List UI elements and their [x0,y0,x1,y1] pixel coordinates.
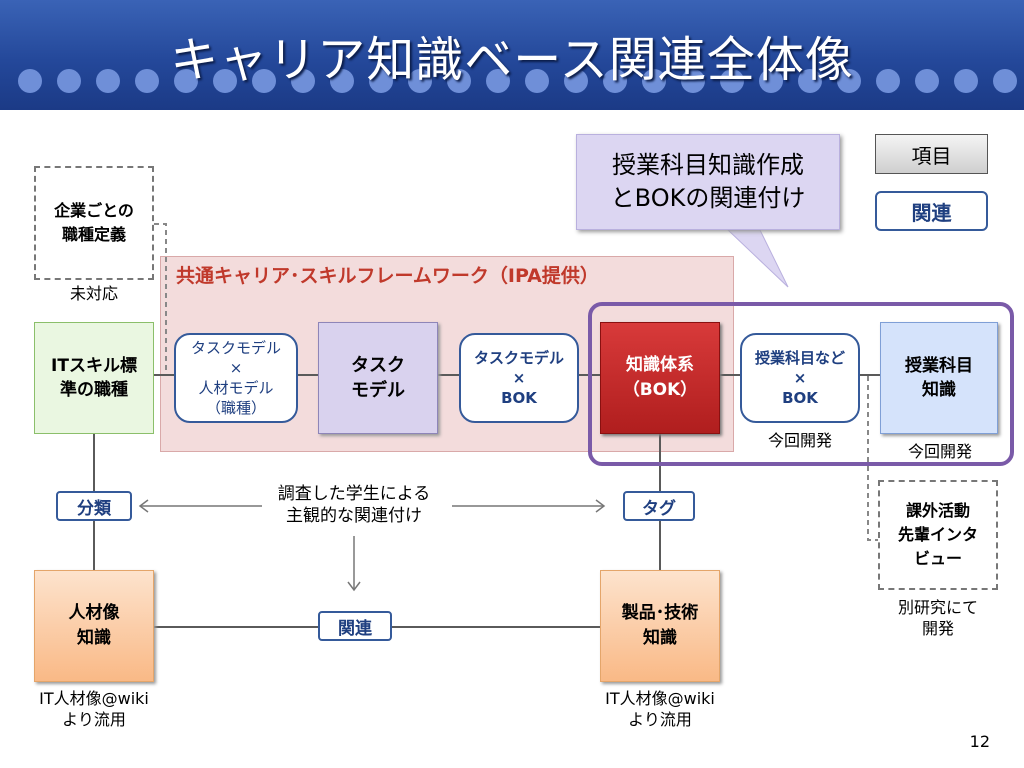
dev-note-2: 今回開発 [907,442,972,461]
dashed-connector-company [154,223,167,372]
callout-box: 授業科目知識作成 とBOKの関連付け [576,134,840,230]
header-dot [18,69,42,93]
unsupported-note: 未対応 [69,284,118,303]
header-dot [954,69,978,93]
header-dot [57,69,81,93]
dashed-connector-extracurricular [867,376,878,541]
header-dot [252,69,276,93]
header-dot [330,69,354,93]
tag-label: タグ [623,491,695,521]
wiki-note-2: IT人材像@wiki より流用 [605,689,715,729]
product-tech-knowledge-box: 製品･技術 知識 [600,570,720,682]
header-dot [135,69,159,93]
company-job-definition: 企業ごとの 職種定義 [34,166,154,280]
separate-research-note: 別研究にて 開発 [897,598,978,638]
callout-text: 授業科目知識作成 とBOKの関連付け [610,151,806,212]
page-number: 12 [969,732,990,751]
header-dot [993,69,1017,93]
header-dot [798,69,822,93]
it-skill-standard-box: ITスキル標 準の職種 [34,322,154,434]
header-dot [408,69,432,93]
header-dot [837,69,861,93]
highlight-frame [588,302,1014,466]
header-dot [720,69,744,93]
human-image-knowledge-box: 人材像 知識 [34,570,154,682]
header-dot [876,69,900,93]
slide-title: キャリア知識ベース関連全体像 [170,32,854,88]
course-bok-relation: 授業科目など × BOK [740,333,860,423]
header-dot [447,69,471,93]
header-dot [915,69,939,93]
task-bok-relation: タスクモデル × BOK [459,333,579,423]
extracurricular-box: 課外活動 先輩インタ ビュー [878,480,998,590]
header-dot [291,69,315,93]
header-dot [369,69,393,93]
header-dot [759,69,783,93]
header-dot [564,69,588,93]
header-dot [174,69,198,93]
task-human-relation: タスクモデル × 人材モデル （職種） [174,333,298,423]
relation-tag: 関連 [318,611,392,641]
header-dot [603,69,627,93]
task-model-box: タスク モデル [318,322,438,434]
legend-relation: 関連 [875,191,988,231]
header-dot [213,69,237,93]
survey-note: 調査した学生による 主観的な関連付け [277,484,431,526]
header-dot [525,69,549,93]
course-knowledge-box: 授業科目 知識 [880,322,998,434]
dev-note-1: 今回開発 [767,431,832,450]
wiki-note-1: IT人材像@wiki より流用 [39,689,149,729]
callout-tail [726,229,789,288]
header-dot [96,69,120,93]
classification-tag: 分類 [56,491,132,521]
legend-item: 項目 [875,134,988,174]
bok-box: 知識体系 （BOK） [600,322,720,434]
header-dot [486,69,510,93]
framework-label: 共通キャリア･スキルフレームワーク（IPA提供） [176,265,599,287]
header-dot [642,69,666,93]
header-dot [681,69,705,93]
